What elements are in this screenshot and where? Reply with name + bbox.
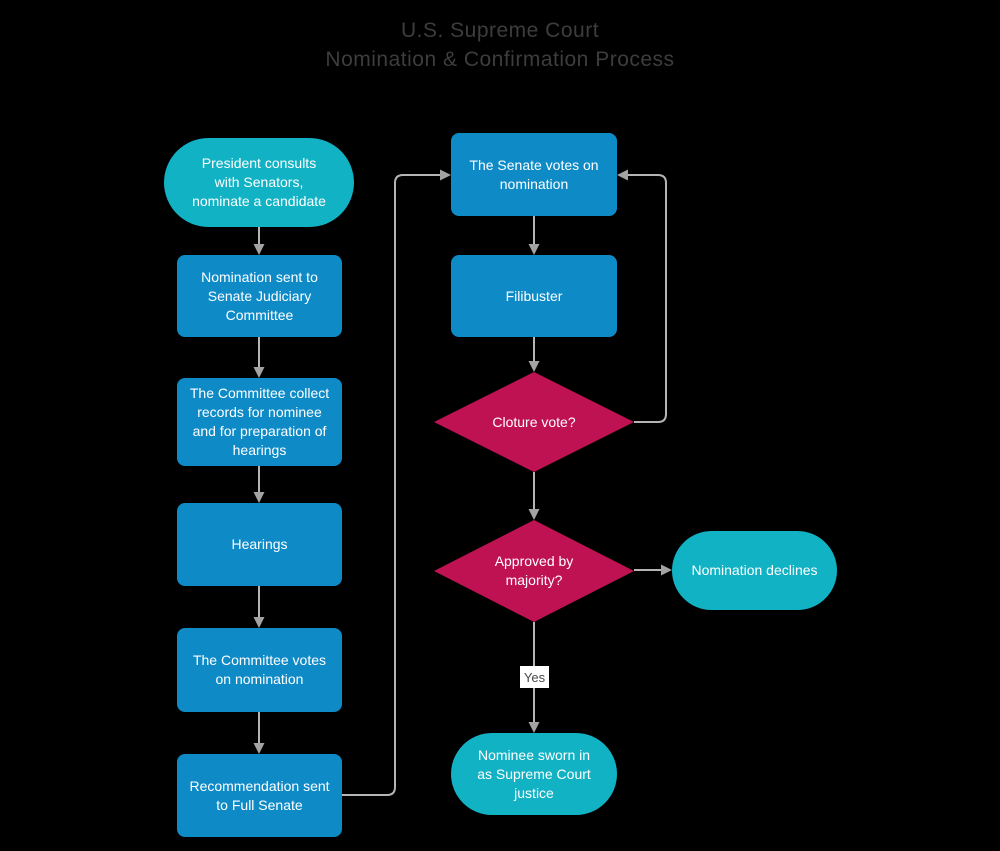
arrowhead-hearings-committee-vote [253,617,265,628]
node-label: Nomination declines [691,562,818,578]
page-title: U.S. Supreme Court Nomination & Confirma… [0,16,1000,74]
node-label: The Committee collect records for nomine… [189,385,330,458]
arrowhead-recommendation-senate-vote [440,169,451,181]
arrowhead-approved-declines [661,564,672,576]
arrowhead-judiciary-records [253,367,265,378]
title-line-1: U.S. Supreme Court [400,19,600,42]
node-label: Nominee sworn in as Supreme Court justic… [477,746,591,801]
node-label: Approved by majority? [494,553,574,588]
node-nomination-declines: Nomination declines [672,531,837,610]
node-label: Recommendation sent to Full Senate [189,777,330,813]
node-label: Cloture vote? [492,413,576,430]
node-label: The Committee votes on nomination [192,652,327,687]
arrowhead-records-hearings [253,492,265,503]
node-label: Filibuster [505,287,563,304]
arrowhead-filibuster-cloture [528,361,540,372]
arrowhead-cloture-approved [528,509,540,520]
node-recommendation-full-senate: Recommendation sent to Full Senate [177,754,342,837]
node-nomination-sent-judiciary: Nomination sent to Senate Judiciary Comm… [177,255,342,337]
arrowhead-start-judiciary [253,244,265,255]
title-line-2: Nomination & Confirmation Process [325,48,675,71]
node-president-consults: President consults with Senators, nomina… [164,138,354,227]
node-nominee-sworn-in: Nominee sworn in as Supreme Court justic… [451,733,617,815]
edge-label-yes: Yes [520,666,549,688]
arrowhead-cloture-senate-vote [617,169,628,181]
arrowhead-committee-vote-recommendation [253,743,265,754]
connector-recommendation-senate-vote [342,174,440,796]
node-label: Nomination sent to Senate Judiciary Comm… [201,268,318,323]
arrowhead-senate-vote-filibuster [528,244,540,255]
arrowhead-approved-sworn [528,722,540,733]
node-label: The Senate votes on nomination [469,156,599,192]
node-label: Hearings [231,536,288,552]
node-filibuster: Filibuster [451,255,617,337]
connector-cloture-senate-vote [628,174,667,423]
node-committee-votes: The Committee votes on nomination [177,628,342,712]
node-committee-collect-records: The Committee collect records for nomine… [177,378,342,466]
node-label: President consults with Senators, nomina… [192,155,326,209]
node-senate-votes: The Senate votes on nomination [451,133,617,216]
node-hearings: Hearings [177,503,342,586]
